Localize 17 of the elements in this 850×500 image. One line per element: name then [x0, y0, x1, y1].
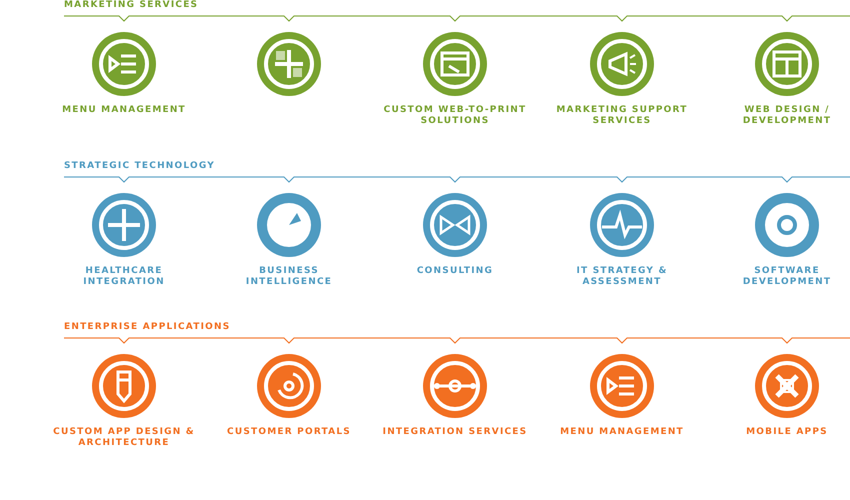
service-label: CUSTOM WEB-TO-PRINT SOLUTIONS	[382, 105, 528, 127]
service-label: MENU MANAGEMENT	[61, 105, 187, 116]
service-label: CONSULTING	[416, 266, 494, 277]
service-label: MARKETING SUPPORT SERVICES	[555, 105, 689, 127]
service-label: MOBILE APPS	[745, 427, 829, 438]
service-label: INTEGRATION SERVICES	[382, 427, 528, 438]
section-heading: STRATEGIC TECHNOLOGY	[64, 161, 215, 171]
service-label: WEB DESIGN / DEVELOPMENT	[742, 105, 832, 127]
service-label: CUSTOMER PORTALS	[226, 427, 352, 438]
service-label: SOFTWARE DEVELOPMENT	[742, 266, 832, 288]
service-label: IT STRATEGY & ASSESSMENT	[575, 266, 668, 288]
service-label: BUSINESS INTELLIGENCE	[244, 266, 334, 288]
service-label: MENU MANAGEMENT	[559, 427, 685, 438]
service-label: HEALTHCARE INTEGRATION	[82, 266, 166, 288]
section-heading: ENTERPRISE APPLICATIONS	[64, 322, 230, 332]
section-heading: MARKETING SERVICES	[64, 0, 198, 10]
service-label: CUSTOM APP DESIGN & ARCHITECTURE	[52, 427, 196, 449]
